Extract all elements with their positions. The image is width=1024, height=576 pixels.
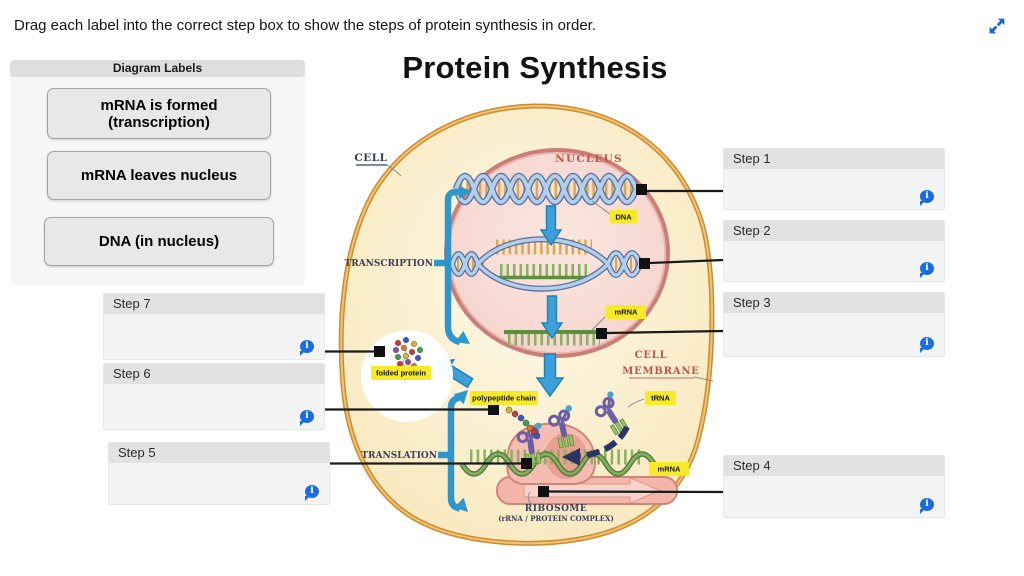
ribosome-complex [459, 388, 678, 505]
ribosome-label: RIBOSOME [525, 504, 587, 514]
diagram-labels-panel-title: Diagram Labels [10, 60, 305, 77]
step-3-title: Step 3 [724, 293, 944, 313]
info-icon[interactable]: i [300, 410, 314, 423]
cell-label: CELL [354, 152, 387, 164]
cell-body [338, 103, 715, 546]
polypeptide-bead-chain [505, 406, 541, 440]
step-6-title: Step 6 [104, 364, 324, 384]
yellow-tags: DNA mRNA folded protein polypeptide chai… [371, 210, 689, 476]
dna-tag: DNA [615, 213, 632, 222]
drag-label-mrna-is-formed[interactable]: mRNA is formed (transcription) [47, 88, 271, 139]
drag-label-dna-in-nucleus[interactable]: DNA (in nucleus) [44, 217, 274, 266]
cell-membrane-label-line2: MEMBRANE [622, 366, 699, 377]
step-connector-lines [325, 189, 724, 494]
drag-label-mrna-leaves-nucleus[interactable]: mRNA leaves nucleus [47, 151, 271, 200]
connector-endpoints [374, 184, 650, 497]
step-box-3[interactable]: Step 3 i [723, 292, 945, 357]
step-5-title: Step 5 [109, 443, 329, 463]
info-icon-glyph: i [305, 411, 309, 421]
info-icon-glyph: i [925, 191, 929, 201]
mrna-tag-ribosome: mRNA [658, 465, 682, 474]
nucleus [444, 148, 670, 358]
instruction-text: Drag each label into the correct step bo… [14, 17, 596, 34]
mrna-strand-nucleus [504, 330, 604, 346]
translation-label: TRANSLATION [361, 451, 437, 461]
transcription-bracket [434, 185, 472, 346]
info-icon[interactable]: i [920, 190, 934, 203]
folded-protein [361, 330, 453, 422]
step-box-5[interactable]: Step 5 i [108, 442, 330, 505]
info-icon[interactable]: i [305, 485, 319, 498]
ribosome-sublabel: (rRNA / PROTEIN COMPLEX) [498, 514, 614, 523]
info-icon-glyph: i [310, 486, 314, 496]
info-icon-glyph: i [925, 338, 929, 348]
translation-bracket [438, 390, 468, 512]
tag-pointer-lines [386, 164, 714, 505]
dna-helix [452, 172, 640, 206]
trna-molecules [515, 388, 635, 467]
diagram-title: Protein Synthesis [402, 50, 668, 85]
mrna-tag-nucleus: mRNA [615, 308, 639, 317]
cell-membrane-label-line1: CELL [635, 350, 668, 361]
step-box-6[interactable]: Step 6 i [103, 363, 325, 430]
info-icon[interactable]: i [920, 498, 934, 511]
expand-icon[interactable] [984, 13, 1010, 39]
step-2-title: Step 2 [724, 221, 944, 241]
step-4-title: Step 4 [724, 456, 944, 476]
info-icon-glyph: i [925, 499, 929, 509]
transcription-label: TRANSCRIPTION [345, 259, 433, 269]
polypeptide-chain-tag: polypeptide chain [472, 394, 536, 403]
step-box-1[interactable]: Step 1 i [723, 148, 945, 210]
process-arrows [435, 205, 565, 398]
info-icon[interactable]: i [920, 262, 934, 275]
step-1-title: Step 1 [724, 149, 944, 169]
step-7-title: Step 7 [104, 294, 324, 314]
diagram-labels-panel: Diagram Labels mRNA is formed (transcrip… [10, 60, 305, 285]
nucleus-label: NUCLEUS [555, 153, 623, 165]
trna-tag: tRNA [651, 394, 670, 403]
step-box-4[interactable]: Step 4 i [723, 455, 945, 518]
info-icon[interactable]: i [920, 337, 934, 350]
folded-protein-tag: folded protein [376, 369, 426, 378]
info-icon-glyph: i [305, 341, 309, 351]
transcription-bubble [449, 236, 643, 292]
step-box-2[interactable]: Step 2 i [723, 220, 945, 282]
info-icon[interactable]: i [300, 340, 314, 353]
info-icon-glyph: i [925, 263, 929, 273]
step-box-7[interactable]: Step 7 i [103, 293, 325, 360]
